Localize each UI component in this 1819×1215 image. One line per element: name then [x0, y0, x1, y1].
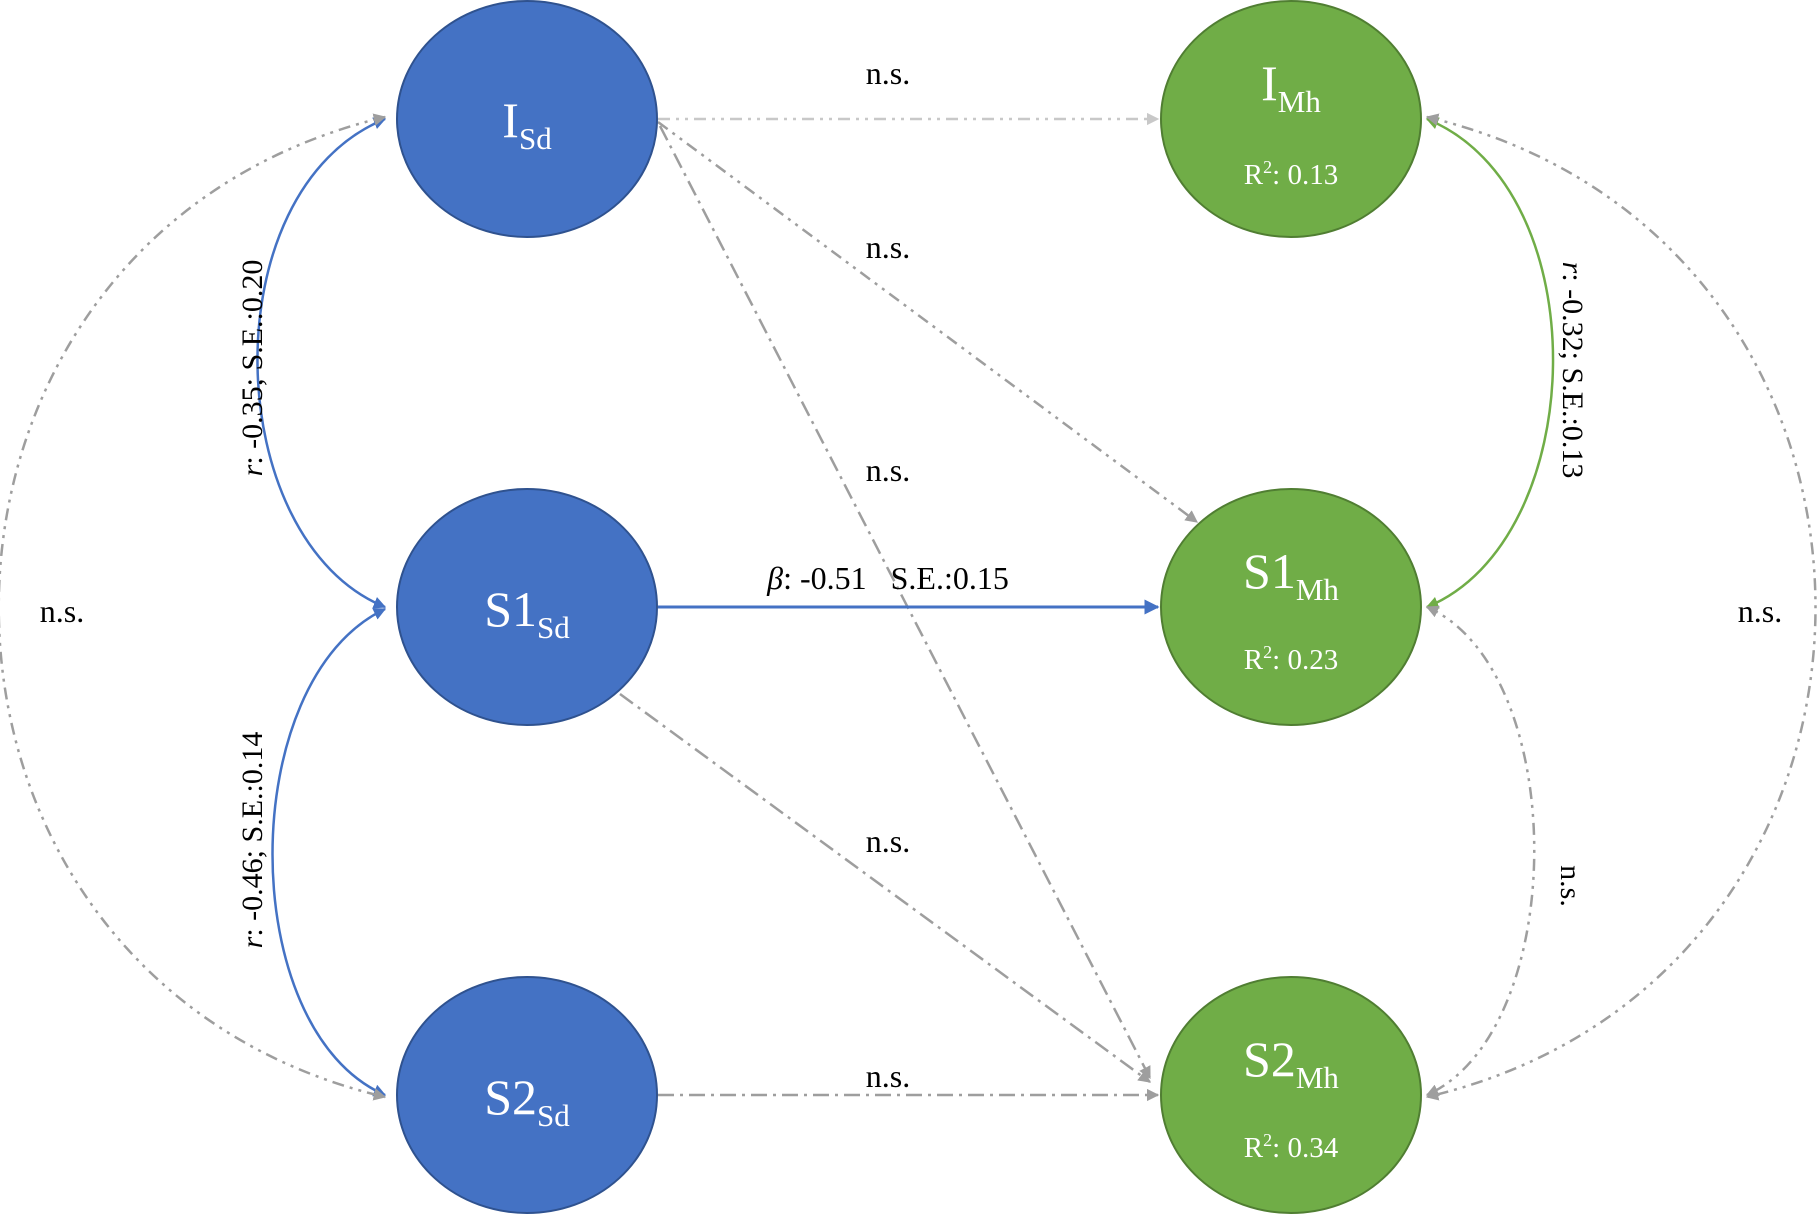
node-s2-mh-main: S2 — [1243, 1031, 1296, 1087]
svg-text:ISd: ISd — [502, 92, 552, 156]
cov-isd-s1sd — [256, 117, 387, 609]
edge-isd-s2mh — [658, 125, 1152, 1080]
svg-text:S2Mh: S2Mh — [1243, 1031, 1339, 1095]
svg-text:S2Sd: S2Sd — [484, 1069, 570, 1133]
node-i-mh: IMh R2: 0.13 — [1160, 0, 1422, 238]
svg-text:IMh: IMh — [1261, 55, 1321, 119]
node-s2-mh-sub: Mh — [1296, 1060, 1340, 1095]
node-i-mh-sub: Mh — [1278, 84, 1322, 119]
label-beta: β: -0.51 S.E.:0.15 — [766, 560, 1009, 596]
node-s1-mh-main: S1 — [1243, 543, 1296, 599]
node-i-mh-main: I — [1261, 55, 1278, 111]
edge-isd-s1mh — [657, 120, 1199, 524]
node-i-sd-main: I — [502, 92, 519, 148]
node-s2-sd-main: S2 — [484, 1069, 537, 1125]
node-s1-sd: S1Sd — [396, 488, 658, 726]
label-r-s1sd-s2sd: r: -0.46; S.E.:0.14 — [236, 732, 269, 949]
node-s2-sd: S2Sd — [396, 976, 658, 1214]
label-ns-isd-s1mh: n.s. — [866, 229, 910, 265]
node-s2-sd-sub: Sd — [537, 1098, 570, 1133]
cov-isd-s2sd — [0, 113, 387, 1101]
label-ns-isd-imh: n.s. — [866, 55, 910, 91]
label-ns-imh-s2mh: n.s. — [1738, 593, 1782, 629]
node-s1-mh-r2: R2: 0.23 — [1244, 642, 1338, 676]
node-s1-sd-sub: Sd — [537, 610, 570, 645]
label-ns-s1sd-s2mh: n.s. — [866, 823, 910, 859]
label-r-isd-s1sd: r: -0.35; S.E.:0.20 — [236, 260, 269, 477]
label-ns-isd-s2mh: n.s. — [866, 452, 910, 488]
cov-imh-s1mh — [1425, 117, 1555, 609]
node-s1-sd-main: S1 — [484, 581, 537, 637]
cov-s1sd-s2sd — [271, 607, 387, 1097]
node-s1-mh-sub: Mh — [1296, 572, 1340, 607]
label-ns-s1mh-s2mh: n.s. — [1554, 865, 1587, 907]
svg-text:S1Mh: S1Mh — [1243, 543, 1339, 607]
node-i-mh-r2: R2: 0.13 — [1244, 157, 1338, 191]
edge-s1sd-s2mh — [619, 692, 1152, 1084]
svg-text:S1Sd: S1Sd — [484, 581, 570, 645]
node-i-sd: ISd — [396, 0, 658, 238]
cov-s1mh-s2mh — [1425, 605, 1536, 1097]
cov-imh-s2mh — [1425, 113, 1817, 1101]
label-r-imh-s1mh: r: -0.32; S.E.:0.13 — [1556, 262, 1589, 479]
label-ns-s2sd-s2mh: n.s. — [866, 1058, 910, 1094]
label-ns-isd-s2sd: n.s. — [40, 593, 84, 629]
node-s2-mh-r2: R2: 0.34 — [1244, 1130, 1339, 1164]
node-s2-mh: S2Mh R2: 0.34 — [1160, 976, 1422, 1214]
node-s1-mh: S1Mh R2: 0.23 — [1160, 488, 1422, 726]
node-i-sd-sub: Sd — [519, 121, 552, 156]
